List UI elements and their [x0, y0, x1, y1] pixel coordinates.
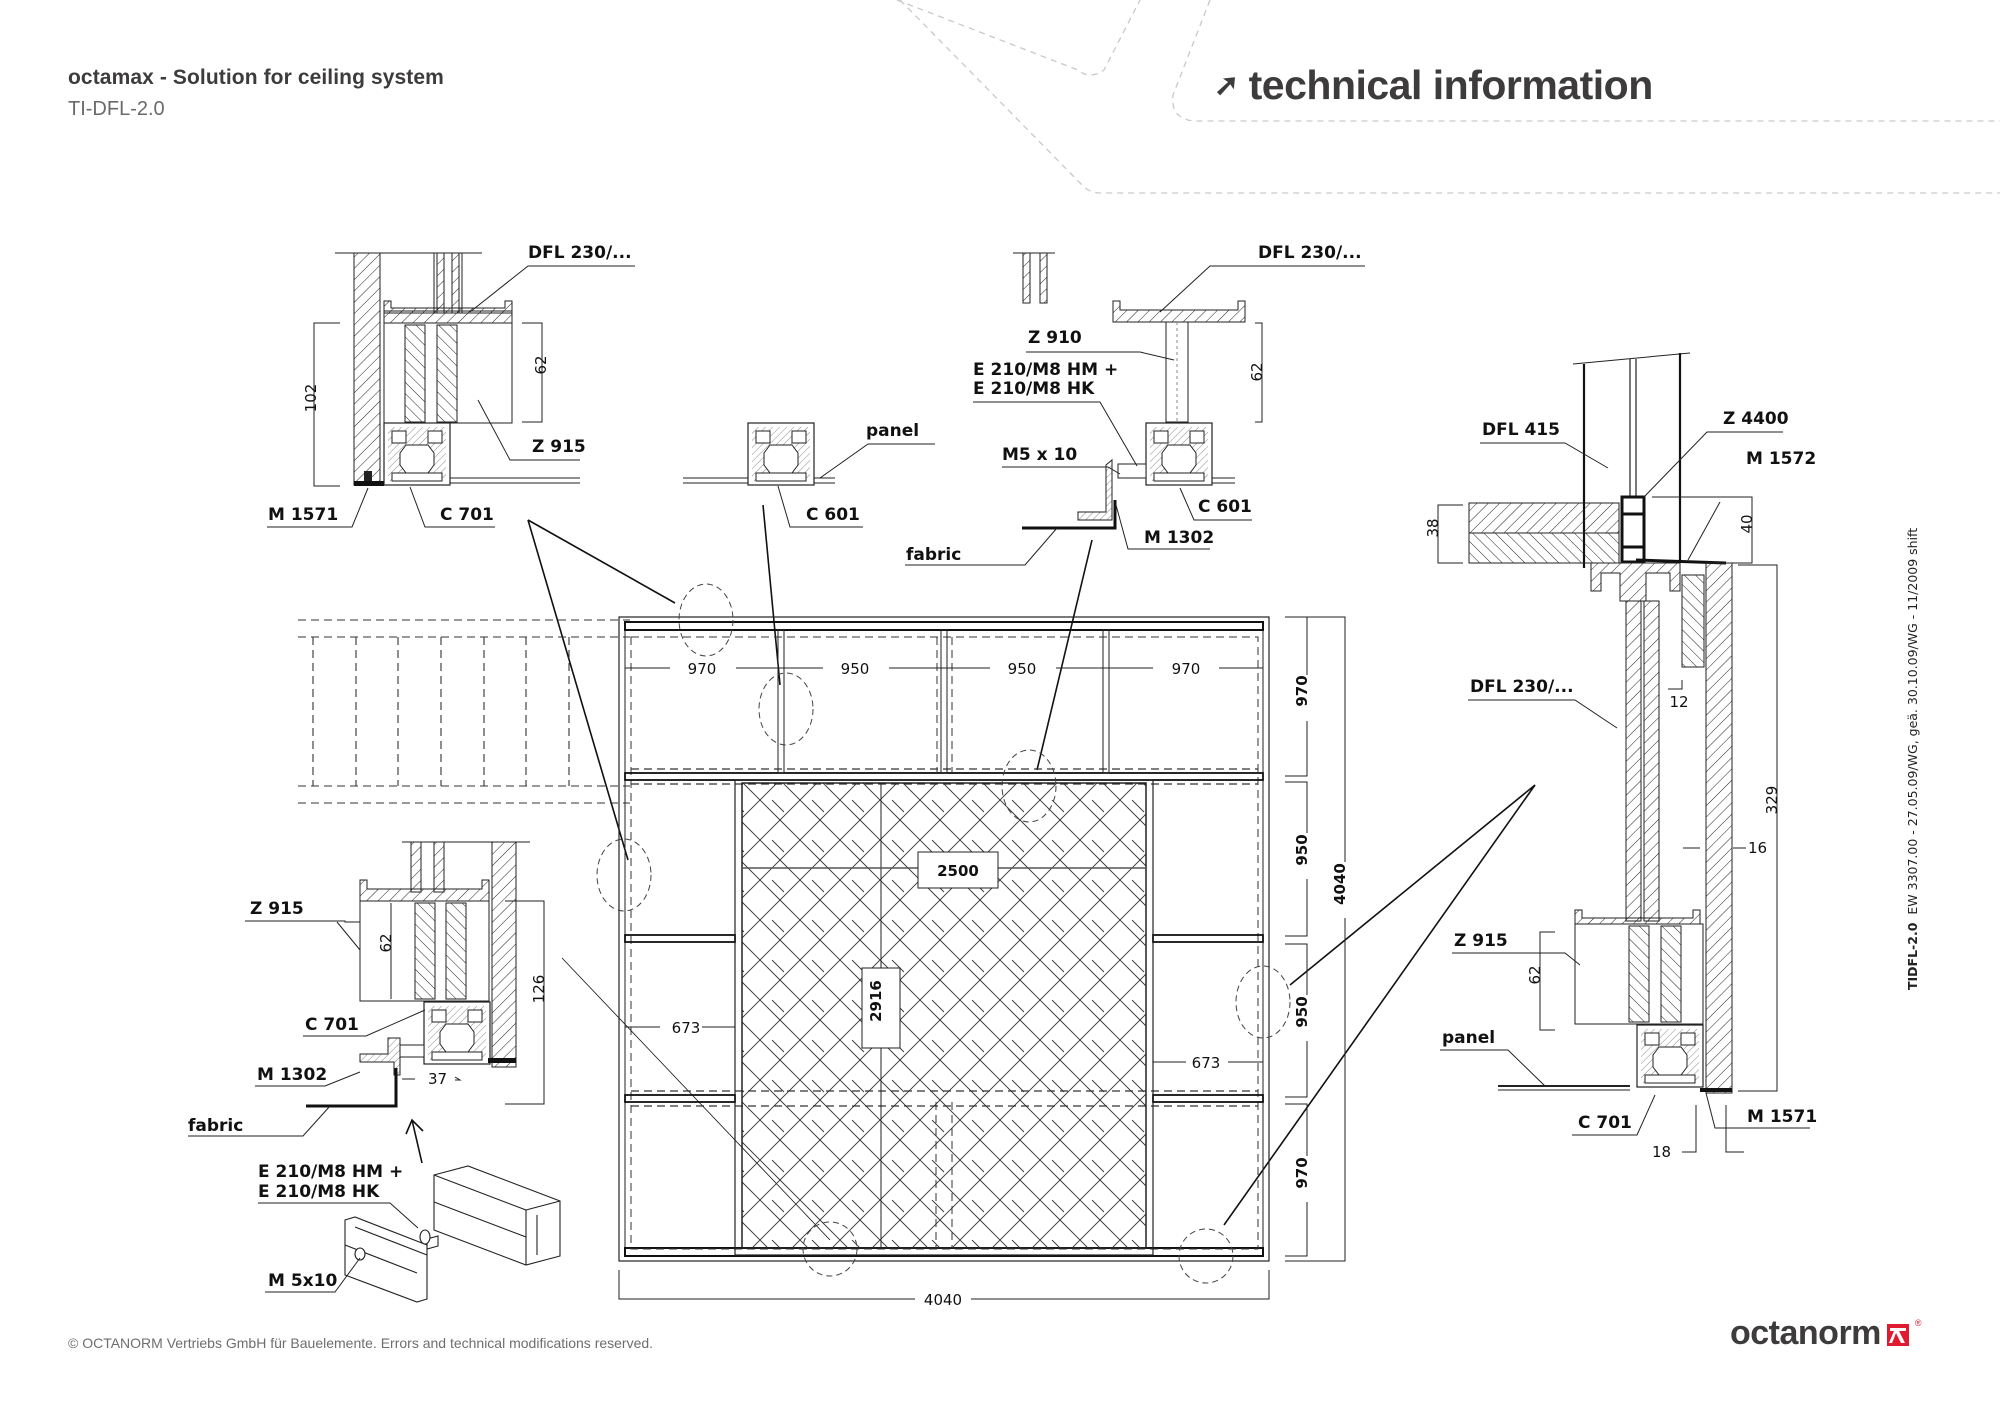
label-m1571-right: M 1571: [1747, 1107, 1817, 1127]
label-z915-right: Z 915: [1454, 931, 1508, 951]
copyright-notice: © OCTANORM Vertriebs GmbH für Bauelement…: [68, 1335, 654, 1351]
label-m5x10: M5 x 10: [1002, 445, 1077, 465]
section-heading-text: technical information: [1248, 62, 1654, 108]
dim-18: 18: [1652, 1143, 1671, 1161]
revision-text: EW 3307.00 - 27.05.09/WG, geä. 30.10.09/…: [1905, 527, 1920, 915]
detail-right: 38 40 12 329 16 62 18 DFL 415 Z 4400 M 1…: [1424, 352, 1817, 1161]
registered-mark: ®: [1914, 1318, 1922, 1328]
dim-top-4: 970: [1172, 660, 1201, 678]
label-panel: panel: [866, 421, 919, 441]
dim-40: 40: [1738, 514, 1756, 533]
dim-fabric-width: 2500: [937, 862, 979, 880]
dim-37: 37: [428, 1070, 447, 1088]
revision-reference: TIDFL-2.0 EW 3307.00 - 27.05.09/WG, geä. …: [1905, 528, 1920, 990]
label-m1302-bottom: M 1302: [257, 1065, 327, 1085]
detail-top-right: 62 DFL 230/... Z 910 E 210/M8 HM + E 210…: [905, 243, 1365, 566]
section-heading: ➚ technical information: [1214, 62, 1653, 109]
dim-102: 102: [302, 384, 320, 413]
detail-top-left: 102 62 DFL 230/... Z 915 M 1571 C 701: [267, 243, 635, 528]
label-m5x10-bottom: M 5x10: [268, 1271, 337, 1291]
dim-62-top-right: 62: [1248, 362, 1266, 381]
label-z910: Z 910: [1028, 328, 1082, 348]
label-e210-bottom-line2: E 210/M8 HK: [258, 1182, 380, 1202]
dim-62-bottom-left: 62: [377, 933, 395, 952]
label-dfl415: DFL 415: [1482, 420, 1560, 440]
dim-top-3: 950: [1008, 660, 1037, 678]
label-dfl-230-right: DFL 230/...: [1258, 243, 1362, 263]
dim-right-1: 970: [1293, 675, 1311, 706]
logo-wordmark: octanorm: [1730, 1314, 1881, 1352]
octanorm-logo: octanorm ®: [1730, 1316, 1922, 1350]
dim-right-4: 970: [1293, 1157, 1311, 1188]
label-c701-bottom: C 701: [305, 1015, 359, 1035]
detail-bottom-left: 62 126 37 Z 915 C 701 M 1302 fabric E 21…: [188, 841, 561, 1303]
dim-fabric-height: 2916: [867, 980, 885, 1022]
logo-mark-icon: [1886, 1324, 1909, 1346]
label-dfl230-right: DFL 230/...: [1470, 677, 1574, 697]
label-c701-right: C 701: [1578, 1113, 1632, 1133]
dim-top-2: 950: [841, 660, 870, 678]
label-m1572: M 1572: [1746, 449, 1816, 469]
dim-62-right: 62: [1526, 965, 1544, 984]
dim-62: 62: [532, 355, 550, 374]
document-code: TI-DFL-2.0: [68, 98, 165, 120]
ceiling-plan: 2500 2916 970 950 950 970 673 673: [298, 583, 1354, 1309]
dim-offset-right: 673: [1192, 1054, 1221, 1072]
label-c601-right: C 601: [1198, 497, 1252, 517]
label-c701: C 701: [440, 505, 494, 525]
doc-id: TIDFL-2.0: [1905, 922, 1920, 990]
label-fabric-bottom: fabric: [188, 1116, 243, 1136]
document-title: octamax - Solution for ceiling system: [68, 66, 444, 89]
dim-38: 38: [1424, 518, 1442, 537]
label-fabric: fabric: [906, 545, 961, 565]
label-e210-line1: E 210/M8 HM +: [973, 360, 1118, 380]
label-z915-bottom: Z 915: [250, 899, 304, 919]
detail-top-middle: panel C 601: [683, 421, 935, 528]
dim-top-1: 970: [688, 660, 717, 678]
label-e210-line2: E 210/M8 HK: [973, 379, 1095, 399]
label-m1571: M 1571: [268, 505, 338, 525]
dim-offset-left: 673: [672, 1019, 701, 1037]
label-c601: C 601: [806, 505, 860, 525]
label-e210-bottom-line1: E 210/M8 HM +: [258, 1162, 403, 1182]
label-dfl-230: DFL 230/...: [528, 243, 632, 263]
label-z4400: Z 4400: [1723, 409, 1789, 429]
dim-right-3: 950: [1293, 996, 1311, 1027]
arrow-up-right-icon: ➚: [1214, 69, 1239, 102]
dim-overall-height: 4040: [1331, 863, 1349, 905]
dim-329: 329: [1763, 786, 1781, 815]
dim-overall-width: 4040: [924, 1291, 962, 1309]
label-z915: Z 915: [532, 437, 586, 457]
dim-126: 126: [530, 975, 548, 1004]
dim-16: 16: [1748, 839, 1767, 857]
dim-12: 12: [1669, 693, 1688, 711]
dim-right-2: 950: [1293, 834, 1311, 865]
label-m1302: M 1302: [1144, 528, 1214, 548]
label-panel-right: panel: [1442, 1028, 1495, 1048]
